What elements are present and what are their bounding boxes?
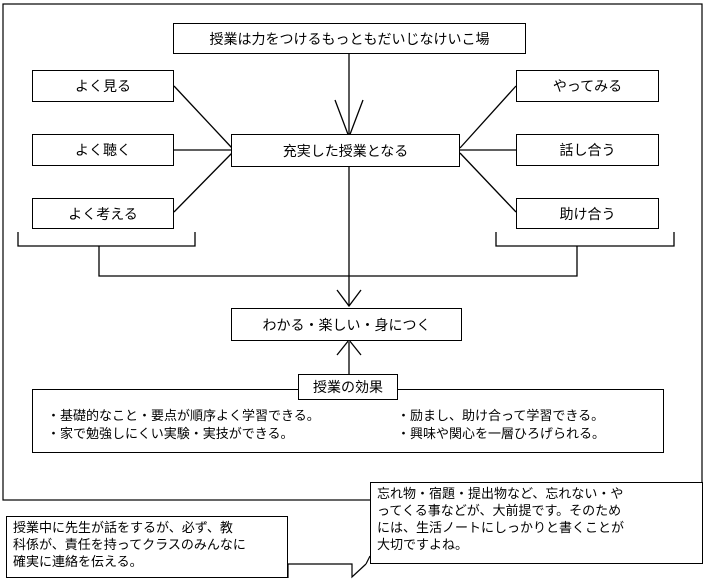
right-item-1: やってみる (516, 70, 659, 102)
left-item-text: よく見る (75, 79, 131, 95)
note-line: には、生活ノートにしっかりと書くことが (377, 521, 625, 536)
right-item-text: 話し合う (559, 143, 616, 159)
note-connector (287, 563, 367, 579)
note-line: 科係が、責任を持ってクラスのみんなに (13, 538, 246, 553)
left-item-text: よく聴く (75, 143, 131, 159)
effect-item: ・励まし、助け合って学習できる。 (397, 409, 605, 424)
effect-item: ・家で勉強しにくい実験・実技ができる。 (47, 427, 294, 442)
note-right: 忘れ物・宿題・提出物など、忘れない・や ってくる事などが、大前提です。そのため … (370, 482, 703, 564)
result-box: わかる・楽しい・身につく (231, 308, 462, 341)
note-line: ってくる事などが、大前提です。そのため (377, 504, 622, 519)
effects-left-list: ・基礎的なこと・要点が順序よく学習できる。 ・家で勉強しにくい実験・実技ができる… (47, 408, 320, 444)
left-item-1: よく見る (32, 70, 174, 102)
bracket-join (98, 246, 578, 277)
top-text: 授業は力をつけるもっともだいじなけいこ場 (209, 31, 490, 48)
left-item-text: よく考える (68, 206, 138, 223)
note-left: 授業中に先生が話をするが、必ず、教 科係が、責任を持ってクラスのみんなに 確実に… (6, 516, 288, 578)
effects-right-list: ・励まし、助け合って学習できる。 ・興味や関心を一層ひろげられる。 (397, 408, 605, 444)
note-line: 確実に連絡を伝える。 (13, 555, 143, 570)
right-item-text: 助け合う (559, 206, 616, 223)
effects-label: 授業の効果 (298, 374, 398, 400)
right-bracket (495, 232, 675, 247)
note-line: 忘れ物・宿題・提出物など、忘れない・や (377, 487, 624, 502)
effect-item: ・興味や関心を一層ひろげられる。 (397, 427, 606, 442)
arrow-down-2 (336, 289, 362, 308)
left-item-3: よく考える (32, 198, 174, 229)
outer-frame (2, 3, 703, 501)
right-item-2: 話し合う (516, 134, 659, 166)
right-item-text: やってみる (552, 79, 623, 95)
effect-item: ・基礎的なこと・要点が順序よく学習できる。 (47, 409, 320, 424)
note-line: 大切ですよね。 (377, 538, 469, 553)
effects-label-text: 授業の効果 (313, 380, 383, 396)
center-box: 充実した授業となる (231, 134, 460, 167)
top-box: 授業は力をつけるもっともだいじなけいこ場 (173, 23, 526, 54)
center-text: 充実した授業となる (282, 143, 409, 160)
right-item-3: 助け合う (516, 198, 659, 229)
note-line: 授業中に先生が話をするが、必ず、教 (13, 521, 233, 536)
result-text: わかる・楽しい・身につく (262, 317, 431, 334)
left-bracket (17, 232, 196, 247)
left-item-2: よく聴く (32, 134, 174, 166)
